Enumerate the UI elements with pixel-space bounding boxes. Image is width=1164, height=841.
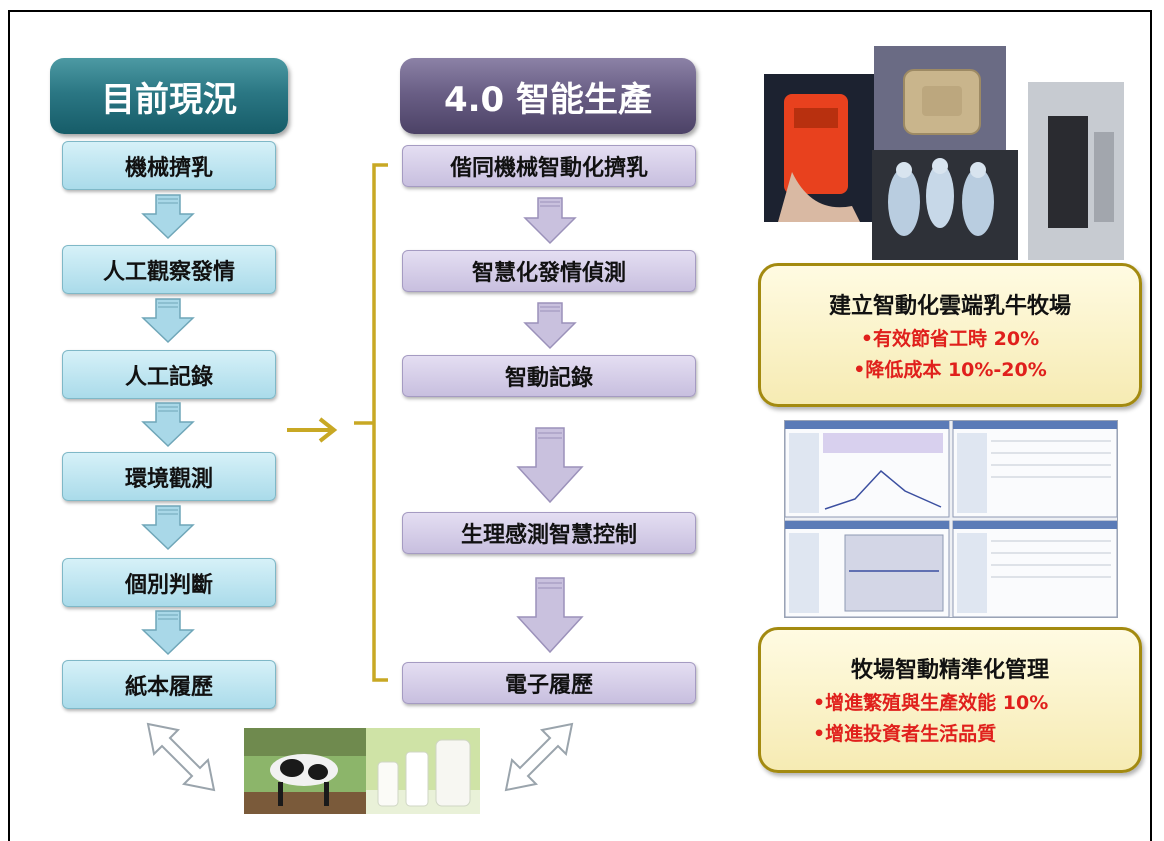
precision-management-callout: 牧場智動精準化管理 •增進繁殖與生產效能 10% •增進投資者生活品質 xyxy=(758,627,1142,773)
left-step: 機械擠乳 xyxy=(62,141,276,190)
smart-production-header: 4.0 智能生產 xyxy=(400,58,696,134)
right-step: 智動記錄 xyxy=(402,355,696,397)
callout-point: •增進投資者生活品質 xyxy=(813,723,997,745)
diagonal-double-arrow-icon xyxy=(146,722,216,792)
right-step: 偕同機械智動化擠乳 xyxy=(402,145,696,187)
left-step: 人工觀察發情 xyxy=(62,245,276,294)
right-step: 生理感測智慧控制 xyxy=(402,512,696,554)
down-arrow-icon xyxy=(141,505,195,551)
right-arrow-icon xyxy=(287,417,338,443)
down-arrow-icon xyxy=(141,610,195,656)
down-arrow-icon xyxy=(523,302,577,350)
down-arrow-icon xyxy=(141,298,195,344)
slide-frame xyxy=(8,10,1152,841)
down-arrow-icon xyxy=(516,427,584,504)
down-arrow-icon xyxy=(141,402,195,448)
down-arrow-icon xyxy=(523,197,577,245)
left-step: 環境觀測 xyxy=(62,452,276,501)
callout-title: 牧場智動精準化管理 xyxy=(850,658,1049,683)
callout-title: 建立智動化雲端乳牛牧場 xyxy=(828,294,1071,319)
right-step: 電子履歷 xyxy=(402,662,696,704)
callout-point: •有效節省工時 20% xyxy=(860,328,1040,350)
callout-point: •降低成本 10%-20% xyxy=(853,359,1047,381)
down-arrow-icon xyxy=(141,194,195,240)
cloud-farm-callout: 建立智動化雲端乳牛牧場 •有效節省工時 20% •降低成本 10%-20% xyxy=(758,263,1142,407)
left-step: 個別判斷 xyxy=(62,558,276,607)
right-step: 智慧化發情偵測 xyxy=(402,250,696,292)
sensor-photo-collage xyxy=(764,46,1124,260)
diagonal-double-arrow-icon xyxy=(504,722,574,792)
left-step: 人工記錄 xyxy=(62,350,276,399)
down-arrow-icon xyxy=(516,577,584,654)
callout-point: •增進繁殖與生產效能 10% xyxy=(813,692,1049,714)
left-step: 紙本履歷 xyxy=(62,660,276,709)
software-screenshots xyxy=(784,420,1118,618)
current-status-header: 目前現況 xyxy=(50,58,288,134)
cow-and-milk-photo xyxy=(244,728,480,814)
bracket-connector xyxy=(354,163,388,682)
